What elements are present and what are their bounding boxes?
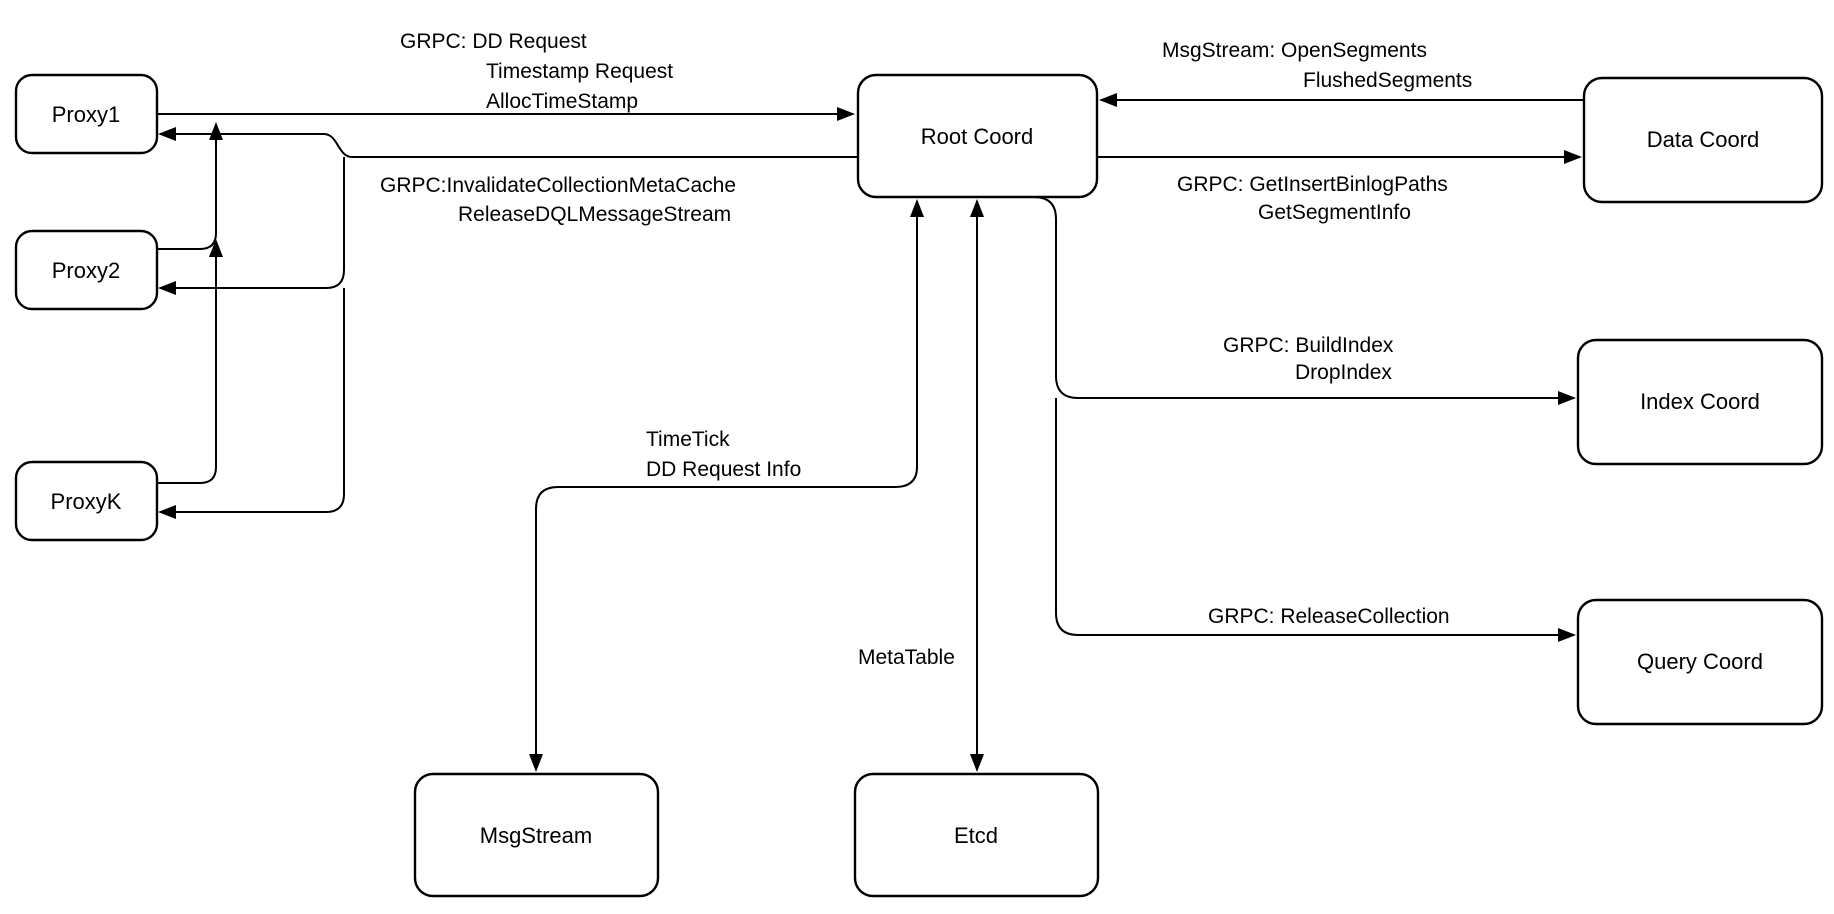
node-proxyk-label: ProxyK	[51, 489, 122, 514]
node-etcd-label: Etcd	[954, 823, 998, 848]
label-flushedsegments: FlushedSegments	[1303, 69, 1472, 92]
label-release-dql-message-stream: ReleaseDQLMessageStream	[458, 203, 731, 226]
nodes: Proxy1 Proxy2 ProxyK Root Coord Data Coo…	[14, 73, 1824, 898]
node-query-coord-box	[1576, 598, 1824, 726]
label-invalidate-collection-meta-cache: GRPC:InvalidateCollectionMetaCache	[380, 174, 736, 197]
node-proxy2-box	[14, 229, 159, 311]
node-index-coord-label: Index Coord	[1640, 389, 1760, 414]
label-releasecollection: GRPC: ReleaseCollection	[1208, 605, 1450, 628]
edge-root-to-index	[1008, 196, 1576, 405]
node-query-coord: Query Coord	[1576, 598, 1824, 726]
label-dropindex: DropIndex	[1295, 361, 1392, 384]
edge-proxy2-merge-up	[157, 122, 223, 250]
label-msgstream-opensegments: MsgStream: OpenSegments	[1162, 39, 1427, 62]
node-index-coord: Index Coord	[1576, 338, 1824, 466]
edge-root-to-proxy1	[158, 127, 858, 158]
label-timetick: TimeTick	[646, 428, 730, 451]
edge-root-to-msgstream	[529, 199, 924, 772]
label-timestamp-request: Timestamp Request	[486, 60, 673, 83]
edge-labels: GRPC: DD Request Timestamp Request Alloc…	[380, 30, 1472, 669]
node-msgstream: MsgStream	[413, 772, 660, 898]
node-index-coord-box	[1576, 338, 1824, 466]
node-proxyk-box	[14, 460, 159, 542]
label-getsegmentinfo: GetSegmentInfo	[1258, 201, 1411, 224]
label-buildindex: GRPC: BuildIndex	[1223, 334, 1394, 357]
node-msgstream-box	[413, 772, 660, 898]
label-grpc-dd-request: GRPC: DD Request	[400, 30, 587, 53]
node-root-coord-label: Root Coord	[921, 124, 1034, 149]
node-root-coord-box	[856, 73, 1099, 199]
label-dd-request-info: DD Request Info	[646, 458, 801, 481]
label-metatable: MetaTable	[858, 646, 955, 669]
node-proxyk: ProxyK	[14, 460, 159, 542]
node-data-coord: Data Coord	[1582, 76, 1824, 204]
edge-root-to-query	[1055, 398, 1576, 642]
node-root-coord: Root Coord	[856, 73, 1099, 199]
node-proxy1-label: Proxy1	[52, 102, 120, 127]
label-getinsertbinlogpaths: GRPC: GetInsertBinlogPaths	[1177, 173, 1448, 196]
edge-proxyk-merge-up	[157, 239, 223, 484]
label-alloctimestamp: AllocTimeStamp	[486, 90, 638, 113]
node-proxy1: Proxy1	[14, 73, 159, 155]
edge-root-to-proxy2	[158, 157, 345, 295]
node-proxy2: Proxy2	[14, 229, 159, 311]
node-proxy2-label: Proxy2	[52, 258, 120, 283]
node-data-coord-label: Data Coord	[1647, 127, 1760, 152]
node-etcd: Etcd	[853, 772, 1100, 898]
node-msgstream-label: MsgStream	[480, 823, 592, 848]
edge-root-to-proxyk	[158, 288, 345, 519]
edges	[157, 93, 1584, 772]
node-data-coord-box	[1582, 76, 1824, 204]
node-proxy1-box	[14, 73, 159, 155]
node-etcd-box	[853, 772, 1100, 898]
node-query-coord-label: Query Coord	[1637, 649, 1763, 674]
